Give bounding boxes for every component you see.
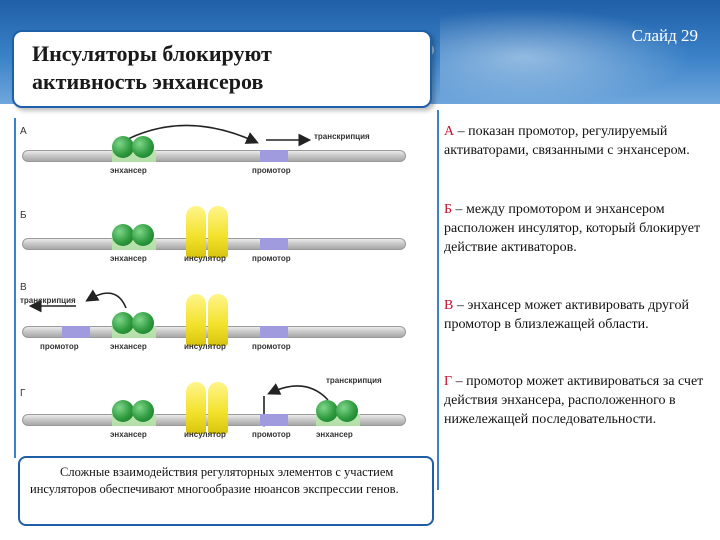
activation-arrow-d — [267, 383, 329, 401]
activator-protein — [112, 136, 134, 158]
insulator-protein — [186, 294, 230, 346]
description-key: В — [444, 298, 454, 313]
promoter-label-c-left: промотор — [40, 342, 79, 351]
description-c: В – энхансер может активировать другой п… — [444, 296, 712, 334]
panel-letter-d: Г — [20, 388, 26, 399]
insulator-label-c: инсулятор — [184, 342, 226, 351]
promoter-label-b: промотор — [252, 254, 291, 263]
activator-protein — [112, 312, 134, 334]
activator-protein — [132, 312, 154, 334]
promoter-label-c-right: промотор — [252, 342, 291, 351]
activation-arrow-c — [85, 289, 127, 309]
activator-protein — [316, 400, 338, 422]
header-highlight — [440, 0, 720, 104]
promoter-region-d — [260, 414, 288, 426]
panel-letter-a: А — [20, 126, 27, 137]
enhancer-label-d-right: энхансер — [316, 430, 353, 439]
enhancer-label-c: энхансер — [110, 342, 147, 351]
page-title: Инсуляторы блокируют активность энхансер… — [32, 41, 272, 94]
description-key: А — [444, 124, 455, 139]
activator-protein — [132, 224, 154, 246]
caption-text: Сложные взаимодействия регуляторных элем… — [30, 465, 399, 496]
insulator-label-b: инсулятор — [184, 254, 226, 263]
promoter-label-d: промотор — [252, 430, 291, 439]
promoter-region-a — [260, 150, 288, 162]
enhancer-label-d-left: энхансер — [110, 430, 147, 439]
panel-letter-c: В — [20, 282, 27, 293]
dna-strand-a — [22, 150, 406, 162]
activator-protein — [336, 400, 358, 422]
promoter-region-c-left — [62, 326, 90, 338]
slide-number: Слайд 29 — [631, 26, 698, 45]
description-text: – энхансер может активировать другой про… — [444, 298, 689, 332]
activator-protein — [112, 224, 134, 246]
description-key: Б — [444, 202, 453, 217]
insulator-protein — [186, 382, 230, 434]
transcription-label-a: транскрипция — [314, 132, 370, 141]
description-key: Г — [444, 374, 453, 389]
title-box: Инсуляторы блокируют активность энхансер… — [12, 30, 432, 108]
insulator-diagram: А транскрипция энхансер промотор Б энхан… — [14, 118, 416, 458]
promoter-label-a: промотор — [252, 166, 291, 175]
caption-box: Сложные взаимодействия регуляторных элем… — [18, 456, 434, 526]
activator-protein — [112, 400, 134, 422]
transcription-label-c: транскрипция — [20, 296, 76, 305]
enhancer-label-a: энхансер — [110, 166, 147, 175]
description-d: Г – промотор может активироваться за сче… — [444, 372, 712, 429]
description-a: А – показан промотор, регулируемый актив… — [444, 122, 712, 160]
description-text: – показан промотор, регулируемый активат… — [444, 124, 690, 158]
divider — [437, 110, 439, 490]
activator-protein — [132, 136, 154, 158]
promoter-region-c-right — [260, 326, 288, 338]
activation-arrow-a — [125, 124, 259, 144]
activator-protein — [132, 400, 154, 422]
insulator-protein — [186, 206, 230, 258]
insulator-label-d: инсулятор — [184, 430, 226, 439]
description-text: – между промотором и энхансером располож… — [444, 202, 701, 255]
description-text: – промотор может активироваться за счет … — [444, 374, 704, 427]
promoter-region-b — [260, 238, 288, 250]
transcription-label-d: транскрипция — [326, 376, 382, 385]
enhancer-label-b: энхансер — [110, 254, 147, 263]
panel-letter-b: Б — [20, 210, 27, 221]
description-b: Б – между промотором и энхансером распол… — [444, 200, 712, 257]
